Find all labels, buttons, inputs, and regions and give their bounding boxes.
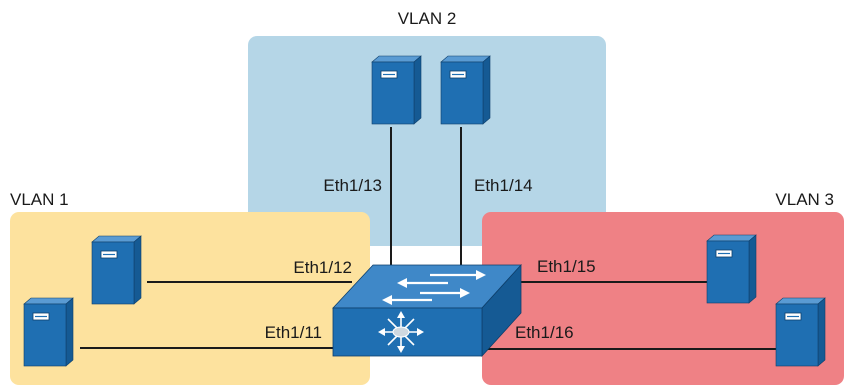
server-icon: [706, 234, 757, 304]
port-label-eth1-14: Eth1/14: [474, 176, 533, 195]
server-icon: [91, 235, 142, 305]
server-icon: [23, 297, 74, 367]
multilayer-switch-icon: [332, 263, 522, 358]
port-label-eth1-13: Eth1/13: [323, 176, 382, 195]
server-icon: [775, 297, 826, 367]
vlan2-zone: [248, 36, 606, 246]
links: [80, 127, 776, 350]
port-label-eth1-11: Eth1/11: [265, 323, 322, 342]
port-label-eth1-16: Eth1/16: [515, 323, 574, 342]
vlan2-title: VLAN 2: [398, 9, 457, 28]
vlan3-title: VLAN 3: [775, 190, 834, 209]
port-label-eth1-15: Eth1/15: [537, 257, 596, 276]
server-icon: [371, 55, 422, 125]
server-icon: [440, 55, 491, 125]
port-label-eth1-12: Eth1/12: [293, 258, 352, 277]
vlan1-title: VLAN 1: [10, 190, 69, 209]
